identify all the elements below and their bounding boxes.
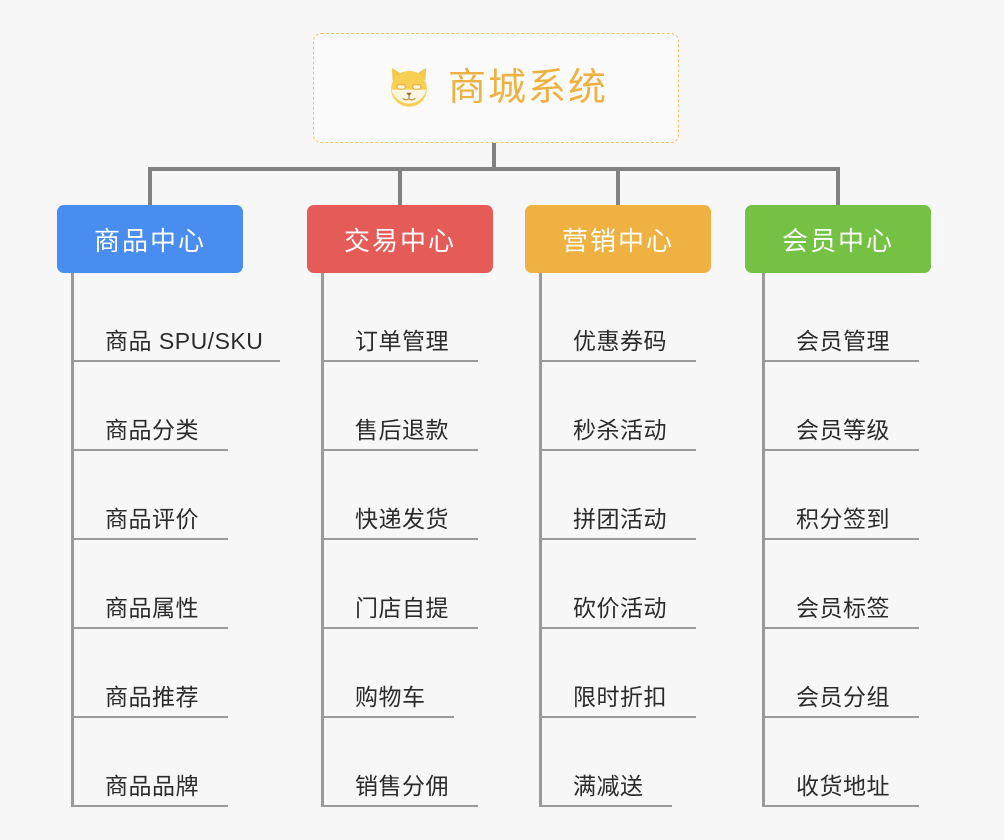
leaf-item-product-center-5[interactable]: 商品品牌 [71, 718, 228, 807]
leaf-label: 会员标签 [796, 594, 890, 621]
leaf-item-trade-center-1[interactable]: 售后退款 [321, 362, 478, 451]
leaf-label: 会员管理 [796, 327, 890, 354]
branch-drop-connector-marketing-center [616, 167, 620, 205]
shiba-inu-dog-face-icon [391, 67, 427, 107]
leaf-label: 门店自提 [355, 594, 449, 621]
leaf-item-member-center-4[interactable]: 会员分组 [762, 629, 919, 718]
branch-drop-connector-trade-center [398, 167, 402, 205]
leaf-column-marketing-center: 优惠券码秒杀活动拼团活动砍价活动限时折扣满减送 [539, 273, 696, 807]
leaf-item-member-center-0[interactable]: 会员管理 [762, 273, 919, 362]
leaf-label: 商品 SPU/SKU [105, 327, 264, 354]
leaf-item-marketing-center-2[interactable]: 拼团活动 [539, 451, 696, 540]
root-title: 商城系统 [447, 67, 608, 109]
branch-box-trade-center[interactable]: 交易中心 [307, 205, 493, 273]
leaf-label: 收货地址 [796, 772, 890, 799]
leaf-item-product-center-2[interactable]: 商品评价 [71, 451, 228, 540]
leaf-label: 会员等级 [796, 416, 890, 443]
leaf-trunk-trade-center [321, 273, 324, 807]
leaf-item-member-center-1[interactable]: 会员等级 [762, 362, 919, 451]
branch-box-marketing-center[interactable]: 营销中心 [525, 205, 711, 273]
leaf-column-product-center: 商品 SPU/SKU 商品分类商品评价商品属性商品推荐商品品牌 [71, 273, 280, 807]
leaf-label: 购物车 [355, 683, 426, 710]
leaf-item-product-center-3[interactable]: 商品属性 [71, 540, 228, 629]
leaf-label: 商品属性 [105, 594, 199, 621]
root-node[interactable]: 商城系统 [313, 33, 679, 143]
leaf-label: 会员分组 [796, 683, 890, 710]
leaf-label: 优惠券码 [573, 327, 667, 354]
leaf-column-trade-center: 订单管理售后退款快递发货门店自提购物车销售分佣 [321, 273, 478, 807]
leaf-item-marketing-center-1[interactable]: 秒杀活动 [539, 362, 696, 451]
leaf-item-marketing-center-5[interactable]: 满减送 [539, 718, 672, 807]
leaf-label: 商品分类 [105, 416, 199, 443]
branch-drop-connector-member-center [836, 167, 840, 205]
branch-label-trade-center: 交易中心 [343, 225, 456, 256]
branch-label-product-center: 商品中心 [93, 225, 206, 256]
branch-label-marketing-center: 营销中心 [561, 225, 674, 256]
leaf-item-trade-center-3[interactable]: 门店自提 [321, 540, 478, 629]
leaf-item-product-center-4[interactable]: 商品推荐 [71, 629, 228, 718]
leaf-label: 商品推荐 [105, 683, 199, 710]
leaf-trunk-product-center [71, 273, 74, 807]
branch-label-member-center: 会员中心 [781, 225, 894, 256]
leaf-label: 商品品牌 [105, 772, 199, 799]
leaf-item-member-center-2[interactable]: 积分签到 [762, 451, 919, 540]
leaf-label: 售后退款 [355, 416, 449, 443]
leaf-item-marketing-center-0[interactable]: 优惠券码 [539, 273, 696, 362]
leaf-label: 积分签到 [796, 505, 890, 532]
leaf-item-marketing-center-3[interactable]: 砍价活动 [539, 540, 696, 629]
branch-drop-connector-product-center [148, 167, 152, 205]
leaf-label: 满减送 [573, 772, 644, 799]
branch-box-product-center[interactable]: 商品中心 [57, 205, 243, 273]
leaf-label: 拼团活动 [573, 505, 667, 532]
leaf-item-marketing-center-4[interactable]: 限时折扣 [539, 629, 696, 718]
leaf-label: 限时折扣 [573, 683, 667, 710]
leaf-item-member-center-3[interactable]: 会员标签 [762, 540, 919, 629]
leaf-trunk-marketing-center [539, 273, 542, 807]
leaf-item-trade-center-5[interactable]: 销售分佣 [321, 718, 478, 807]
leaf-label: 砍价活动 [573, 594, 667, 621]
leaf-label: 销售分佣 [355, 772, 449, 799]
leaf-item-product-center-1[interactable]: 商品分类 [71, 362, 228, 451]
leaf-label: 订单管理 [355, 327, 449, 354]
leaf-column-member-center: 会员管理会员等级积分签到会员标签会员分组收货地址 [762, 273, 919, 807]
leaf-item-trade-center-2[interactable]: 快递发货 [321, 451, 478, 540]
leaf-label: 快递发货 [355, 505, 449, 532]
leaf-item-product-center-0[interactable]: 商品 SPU/SKU [71, 273, 280, 362]
horizontal-bus-connector [148, 167, 840, 171]
leaf-item-trade-center-4[interactable]: 购物车 [321, 629, 454, 718]
root-stem-connector [492, 143, 496, 171]
leaf-trunk-member-center [762, 273, 765, 807]
leaf-item-trade-center-0[interactable]: 订单管理 [321, 273, 478, 362]
branch-box-member-center[interactable]: 会员中心 [745, 205, 931, 273]
leaf-label: 秒杀活动 [573, 416, 667, 443]
leaf-label: 商品评价 [105, 505, 199, 532]
leaf-item-member-center-5[interactable]: 收货地址 [762, 718, 919, 807]
